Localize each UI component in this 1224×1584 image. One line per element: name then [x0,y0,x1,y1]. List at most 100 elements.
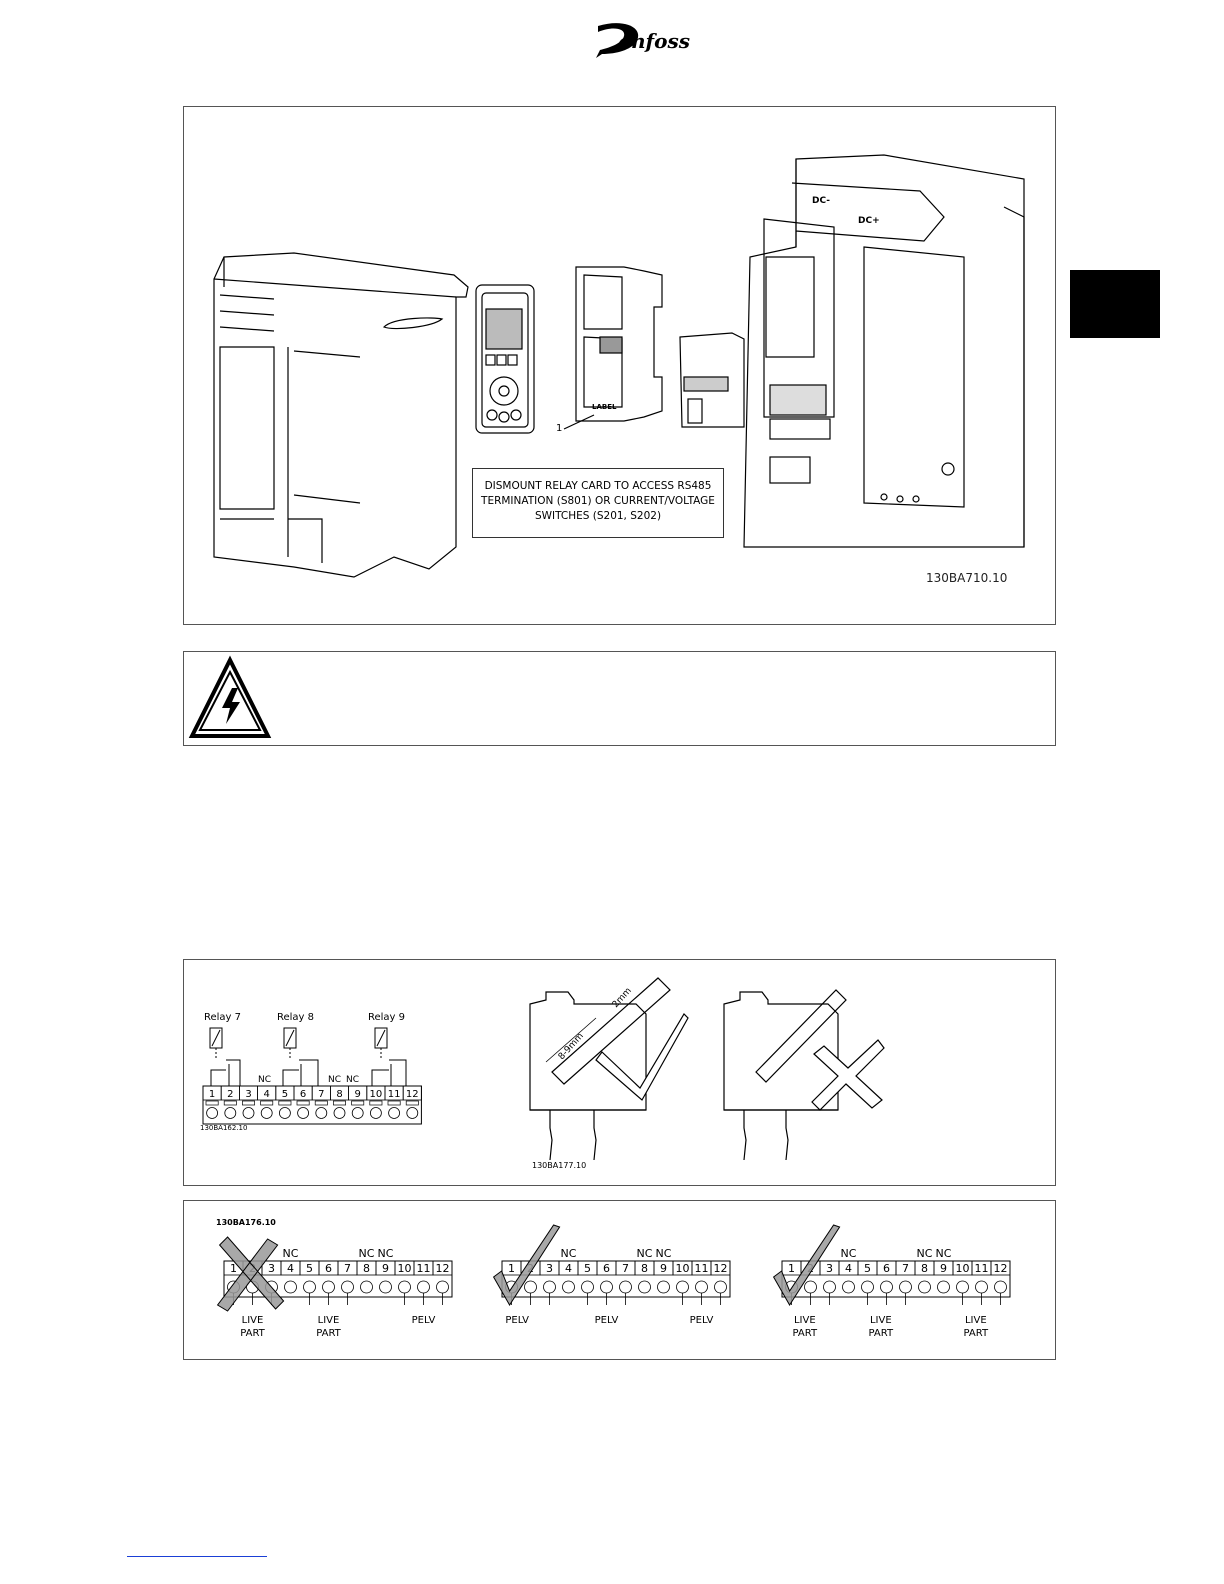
electrical-hazard-icon [188,655,272,738]
nc-label: NC [656,1247,672,1260]
terminal-screw [315,1107,328,1119]
terminal-number: 7 [344,1262,351,1275]
relay-terminal-number: 1 [209,1089,215,1100]
nc-label: NC [936,1247,952,1260]
terminal-number: 9 [382,1262,389,1275]
terminal-screw [369,1107,382,1119]
terminal-screw [284,1280,297,1294]
terminal-number: 4 [287,1262,294,1275]
terminal-screw [398,1280,411,1294]
terminal-number: 7 [902,1262,909,1275]
nc-label: NC [561,1247,577,1260]
part-label: PART [316,1328,341,1339]
terminal-number: 10 [676,1262,690,1275]
terminal-slot [387,1100,401,1106]
nc-label: NC [378,1247,394,1260]
terminal-number: 6 [325,1262,332,1275]
terminal-screw [524,1280,537,1294]
live-label: LIVE [318,1315,340,1326]
terminal-number: 3 [268,1262,275,1275]
relay-terminal-number: 11 [388,1089,401,1100]
live-label: LIVE [794,1315,816,1326]
pelv-label: PELV [690,1315,714,1326]
terminal-screw [994,1280,1007,1294]
relay-label: Relay 7 [204,1012,241,1023]
chapter-tab [1070,270,1160,338]
terminal-slot [314,1100,328,1106]
terminal-number: 1 [788,1262,795,1275]
terminal-screw [333,1107,346,1119]
correct-check-mark [772,1224,841,1306]
terminal-number: 4 [565,1262,572,1275]
terminal-block [223,1260,453,1298]
terminal-number: 5 [584,1262,591,1275]
terminal-number: 3 [826,1262,833,1275]
relay-terminal-number: 3 [245,1089,251,1100]
terminal-screw [562,1280,575,1294]
drive-exploded-drawing: DC- DC+ LABEL 1 [213,154,1025,578]
terminal-screw [360,1280,373,1294]
terminal-screw [351,1107,364,1119]
terminal-slot [223,1100,237,1106]
terminal-screw [880,1280,893,1294]
pelv-label: PELV [505,1315,529,1326]
terminal-number: 8 [363,1262,370,1275]
terminal-slot [405,1100,419,1106]
nc-label: NC [328,1075,341,1085]
relay-terminal-number: 6 [300,1089,306,1100]
terminal-screw [918,1280,931,1294]
figure-id: 130BA177.10 [532,1161,586,1170]
terminal-screw [206,1107,219,1119]
pelv-label: PELV [595,1315,619,1326]
terminal-number: 5 [306,1262,313,1275]
part-label: PART [869,1328,894,1339]
danfoss-logo: anfoss [596,23,690,58]
relay-terminal-number: 5 [282,1089,288,1100]
footer-link-underline[interactable] [127,1556,267,1557]
terminal-screw [260,1107,273,1119]
terminal-number: 8 [921,1262,928,1275]
terminal-slot [242,1100,255,1106]
terminal-screw [379,1280,392,1294]
terminal-screw [600,1280,613,1294]
terminal-number: 1 [230,1262,237,1275]
svg-text:anfoss: anfoss [618,29,690,53]
terminal-screw [619,1280,632,1294]
label-plate-text: LABEL [592,403,617,411]
nc-label: NC [841,1247,857,1260]
relay-terminal-block [202,1085,422,1125]
terminal-number: 8 [641,1262,648,1275]
terminal-slot [296,1100,310,1106]
terminal-screw [297,1107,309,1119]
live-label: LIVE [242,1315,264,1326]
terminal-slot [333,1100,346,1106]
callout-item-number: 1 [556,423,562,434]
terminal-screw [303,1280,316,1294]
terminal-screw [322,1280,335,1294]
terminal-number: 10 [956,1262,970,1275]
nc-label: NC [283,1247,299,1260]
terminal-number: 9 [940,1262,947,1275]
nc-label: NC [359,1247,375,1260]
screwdriver-width-label: 2mm [611,986,634,1010]
figure-id: 130BA176.10 [216,1218,276,1227]
terminal-screw [937,1280,950,1294]
terminal-number: 12 [714,1262,728,1275]
callout-line: SWITCHES (S201, S202) [534,510,662,522]
terminal-screw [657,1280,670,1294]
nc-label: NC [346,1075,359,1085]
terminal-number: 6 [883,1262,890,1275]
terminal-number: 1 [508,1262,515,1275]
terminal-number: 11 [417,1262,431,1275]
terminal-screw [436,1280,449,1294]
terminal-screw [406,1107,419,1119]
relay-terminal-number: 8 [336,1089,342,1100]
nc-label: NC [917,1247,933,1260]
terminal-screw [804,1280,817,1294]
terminal-screw [224,1107,237,1119]
terminal-screw [242,1107,255,1119]
terminal-slot [205,1100,219,1106]
terminal-slot [369,1100,383,1106]
terminal-number: 5 [864,1262,871,1275]
